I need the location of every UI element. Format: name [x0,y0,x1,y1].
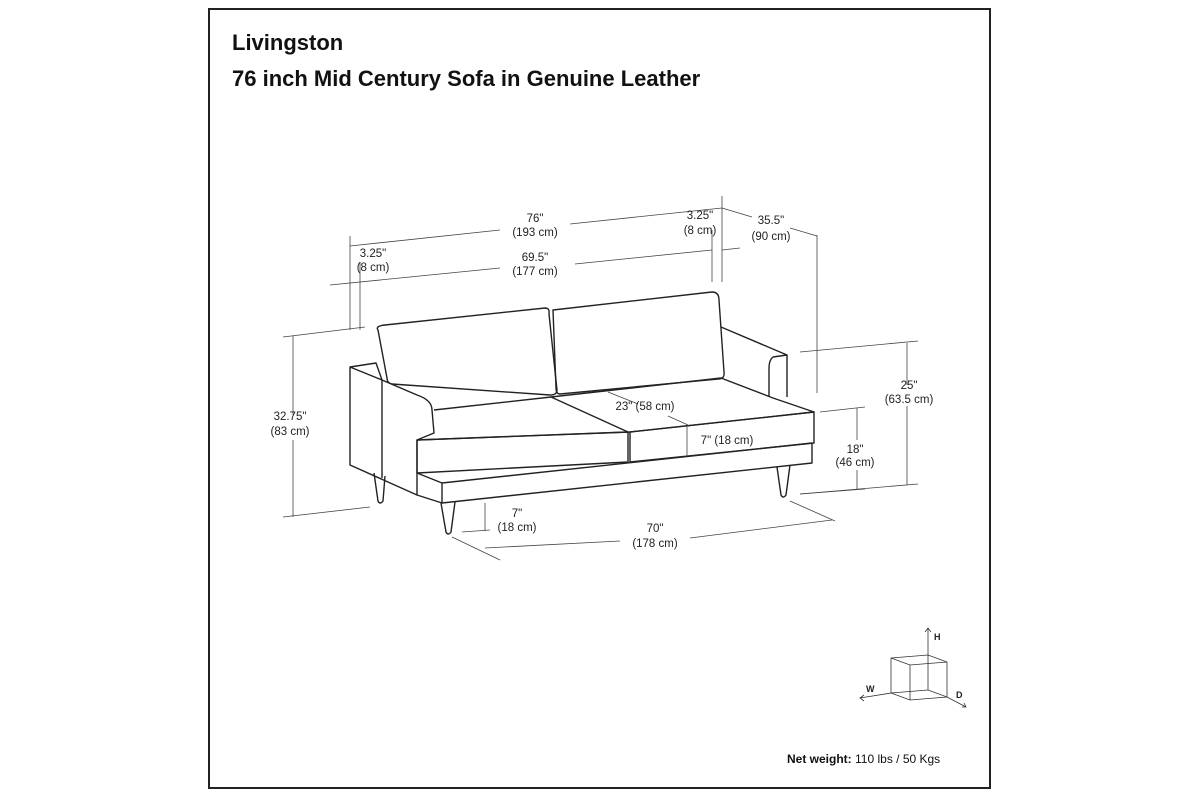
leg-span-cm: (178 cm) [632,538,678,550]
leg-height-in: 7" [512,508,522,520]
product-title: 76 inch Mid Century Sofa in Genuine Leat… [232,66,701,91]
d-axis-arrow-icon [946,696,967,708]
seat-height-in: 18" [847,444,864,456]
leg-front-left [440,501,456,535]
h-axis-arrow-icon [924,627,932,655]
axes-legend: H W D [859,627,967,708]
axis-label-w: W [866,684,875,694]
overall-height-cm: (83 cm) [271,426,310,438]
leg-back-left [373,472,386,504]
arm-right-cm: (8 cm) [684,225,717,237]
depth-cm: (90 cm) [752,231,791,243]
net-weight-label: Net weight: [787,752,852,766]
inner-width-in: 69.5" [522,252,548,264]
net-weight: Net weight: 110 lbs / 50 Kgs [787,752,940,766]
cube-icon [890,654,948,701]
arm-left-cm: (8 cm) [357,262,390,274]
seat-cushion-right [629,411,815,463]
diagram-frame [208,8,991,789]
leg-height-cm: (18 cm) [498,522,537,534]
dimension-lines [282,196,919,561]
seat-depth: 23" (58 cm) [615,401,674,413]
sofa-outline [349,291,815,535]
arm-right-in: 3.25" [687,210,713,222]
leg-span-in: 70" [647,523,664,535]
back-cushion-right [552,291,725,395]
axis-label-d: D [956,690,963,700]
overall-width-cm: (193 cm) [512,227,558,239]
axis-label-h: H [934,632,941,642]
right-arm [720,326,788,397]
seat-divider [550,396,629,433]
brand-title: Livingston [232,30,344,55]
overall-width-in: 76" [527,213,544,225]
inner-width-cm: (177 cm) [512,266,558,278]
back-cushion-left [376,307,558,396]
seat-height-cm: (46 cm) [836,457,875,469]
arm-left-in: 3.25" [360,248,386,260]
leg-right [776,464,791,498]
overall-height-in: 32.75" [274,411,307,423]
net-weight-value: 110 lbs / 50 Kgs [855,752,941,766]
arm-height-cm: (63.5 cm) [885,394,934,406]
cushion-thickness: 7" (18 cm) [701,435,754,447]
dimension-labels: 76" (193 cm) 3.25" (8 cm) 35.5" (90 cm) … [271,210,934,550]
arm-height-in: 25" [901,380,918,392]
w-axis-arrow-icon [859,692,892,702]
sofa-base [416,442,813,504]
depth-in: 35.5" [758,215,784,227]
seat-cushion-left [416,431,629,474]
